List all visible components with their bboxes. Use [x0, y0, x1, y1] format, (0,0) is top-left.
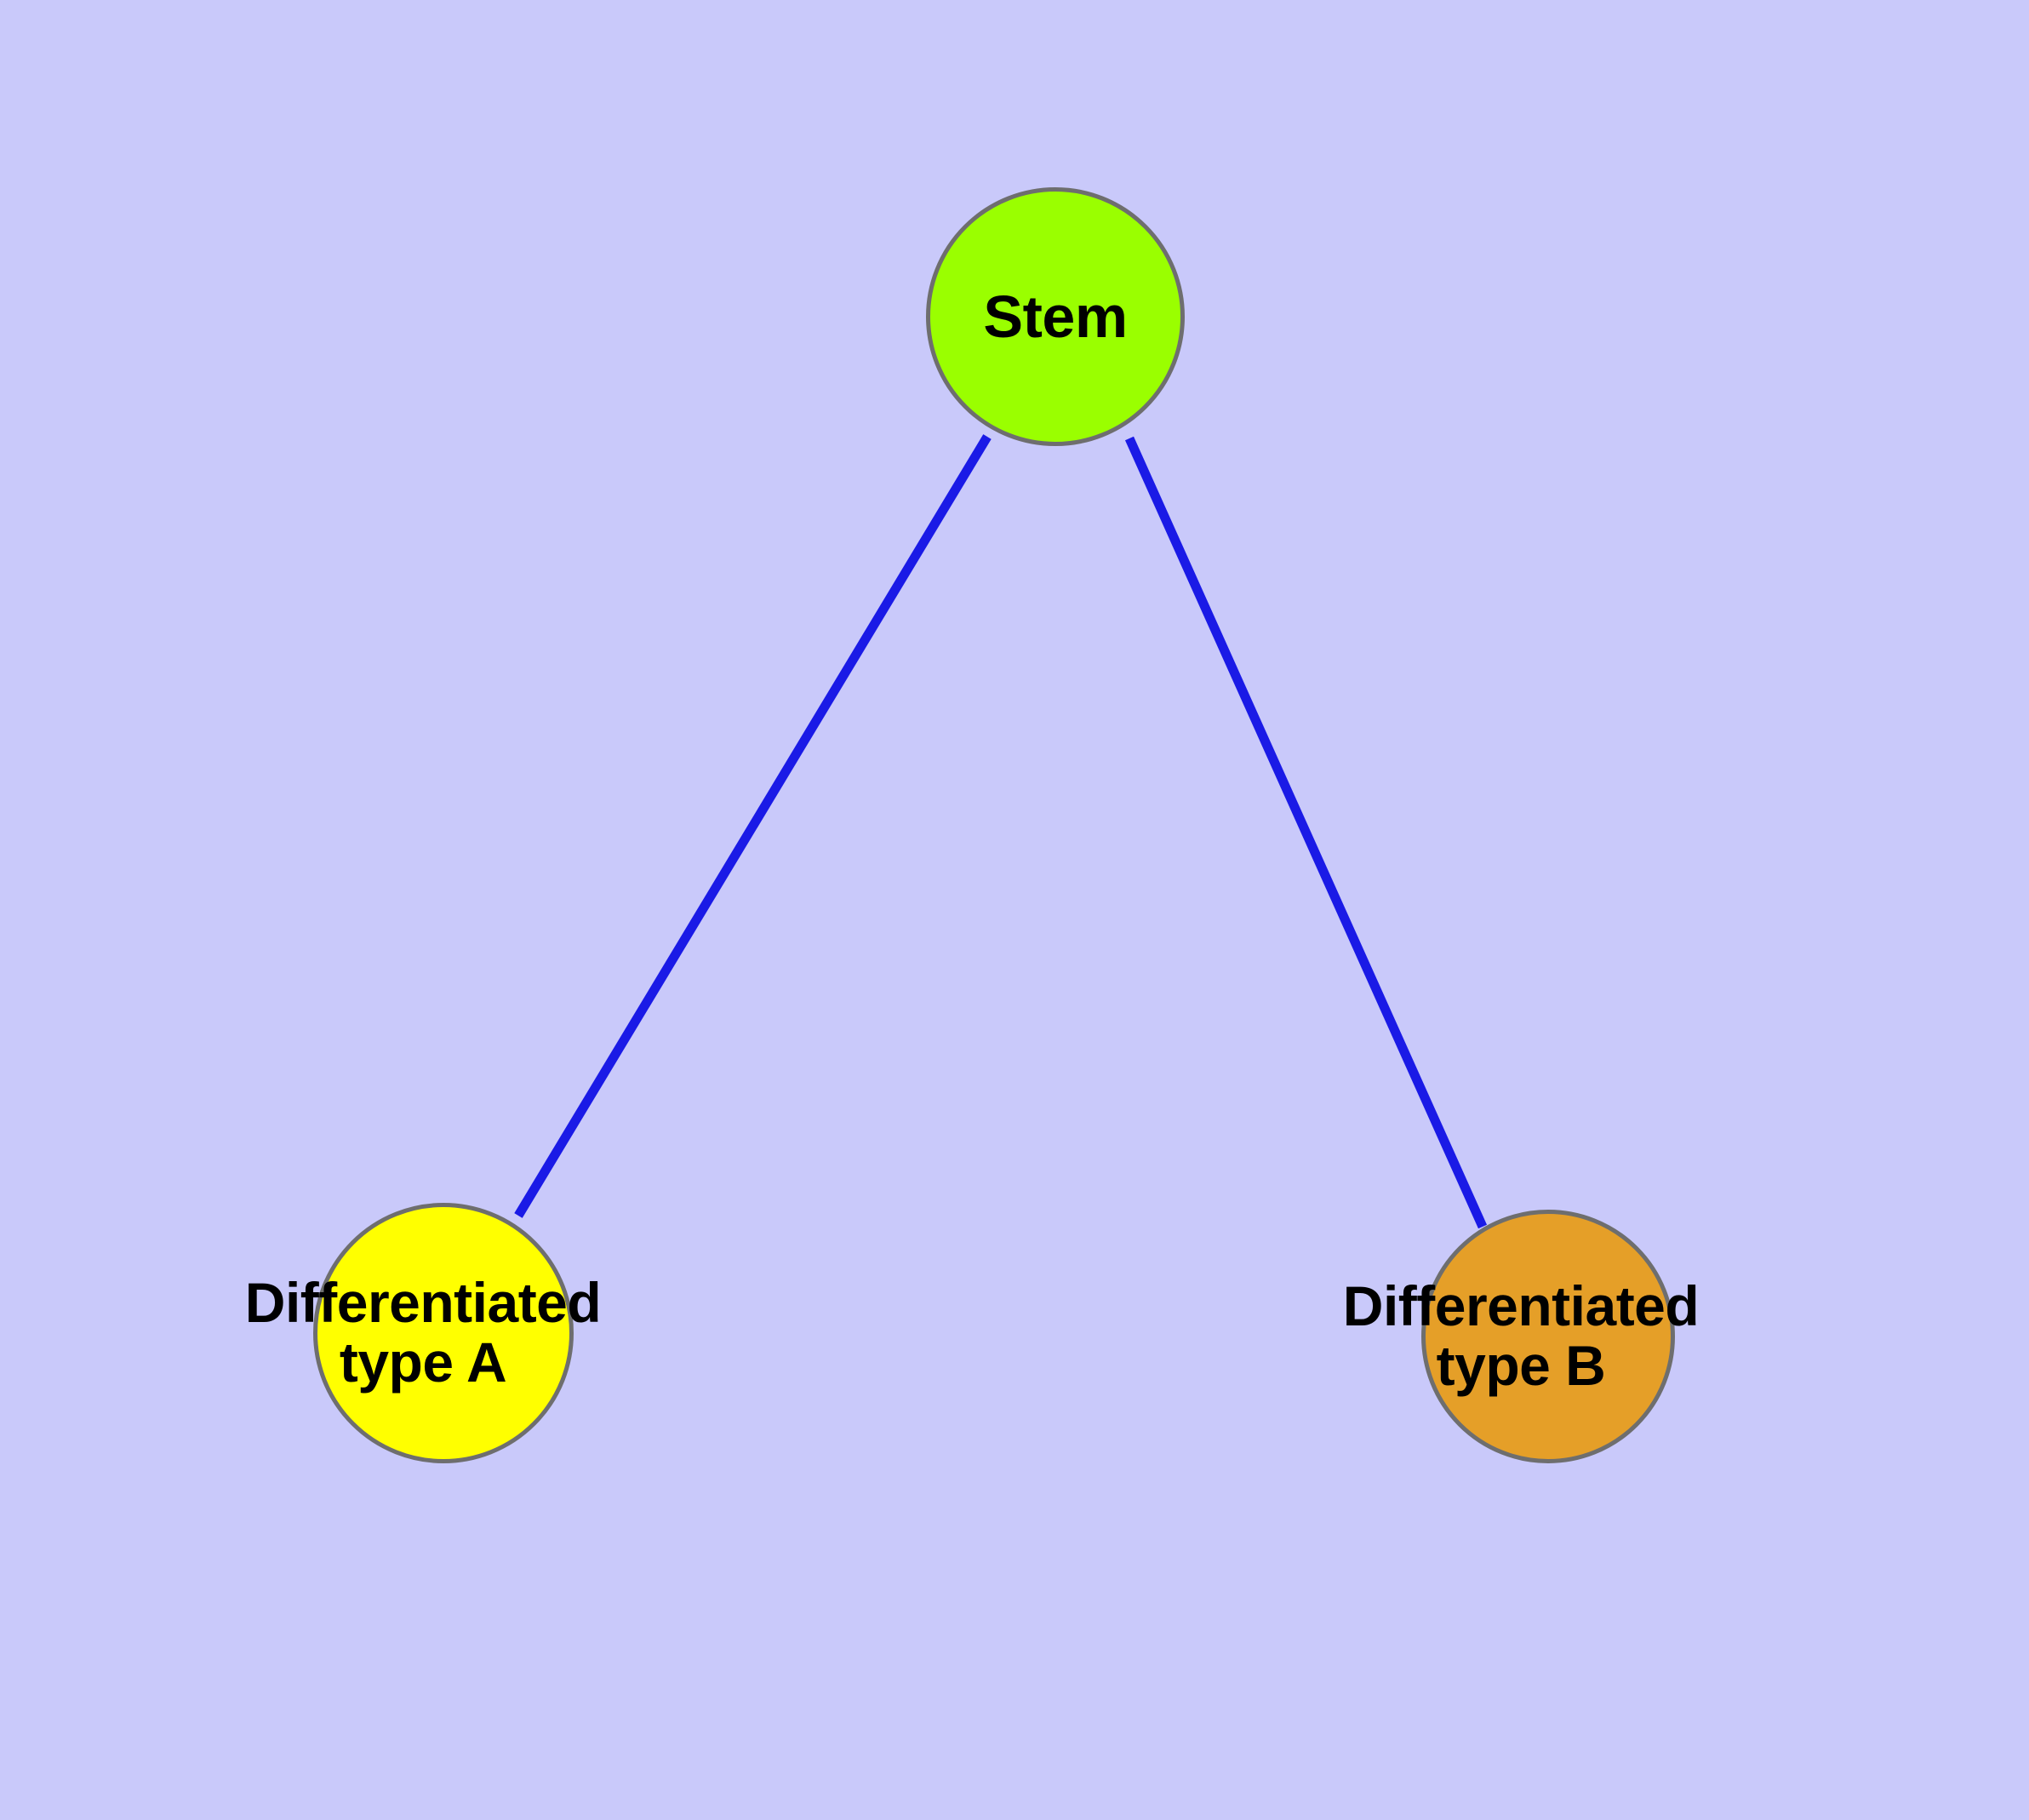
node-differentiated-type-b[interactable] — [1421, 1210, 1675, 1463]
edge-stem-to-diff-a[interactable] — [514, 434, 992, 1218]
node-stem[interactable] — [926, 187, 1185, 446]
edge-stem-to-diff-b[interactable] — [1124, 436, 1488, 1229]
node-differentiated-type-a[interactable] — [313, 1203, 574, 1463]
